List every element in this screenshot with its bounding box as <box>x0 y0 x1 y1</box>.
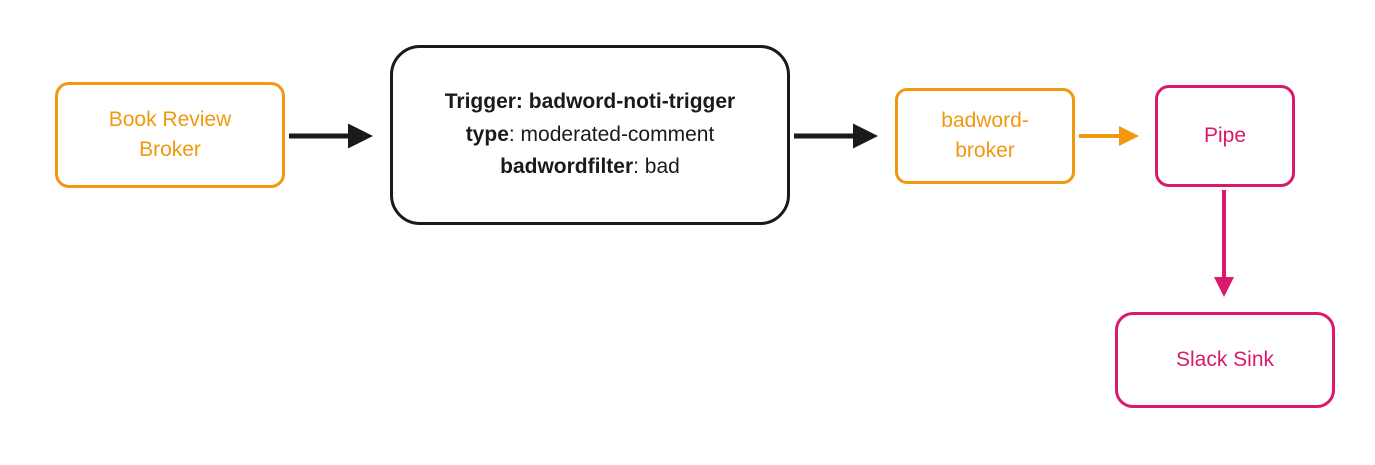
node-pipe: Pipe <box>1155 85 1295 187</box>
node-slack-sink-label: Slack Sink <box>1175 348 1275 371</box>
node-badword-broker-label: badword-broker <box>941 108 1029 162</box>
node-badword-broker: badword-broker <box>895 88 1075 184</box>
trigger-line-filter: badwordfilter: bad <box>500 155 680 179</box>
node-trigger: Trigger: badword-noti-trigger type: mode… <box>390 45 790 225</box>
trigger-line-name: Trigger: badword-noti-trigger <box>444 90 736 114</box>
trigger-line-type: type: moderated-comment <box>465 122 715 146</box>
node-book-review-broker-label: Book Review Broker <box>108 107 232 161</box>
node-pipe-label: Pipe <box>1203 124 1247 147</box>
node-book-review-broker: Book Review Broker <box>55 82 285 188</box>
node-slack-sink: Slack Sink <box>1115 312 1335 408</box>
